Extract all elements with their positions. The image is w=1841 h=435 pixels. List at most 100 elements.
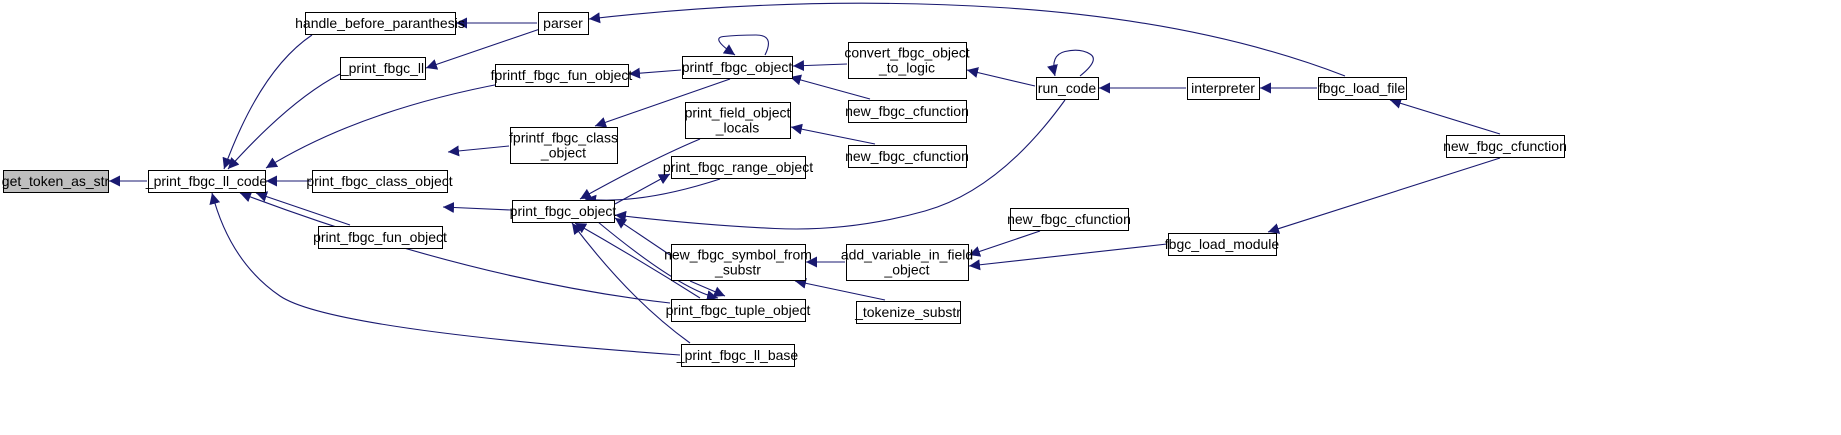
node-get_token_as_str[interactable]: get_token_as_str [2,170,110,193]
edge-new_symbol_from_substr-to-print_fbgc_object [614,217,671,256]
node-label: new_fbgc_cfunction [845,148,969,164]
node-box [305,12,456,35]
edge-fprintf_fun_object-to-print_ll_code [265,82,506,169]
node-box [1187,77,1260,100]
edge-convert_to_logic-to-printf_fbgc_object [792,60,848,72]
node-print_fun_object[interactable]: print_fbgc_fun_object [313,226,447,249]
node-box [1010,208,1129,231]
edge-fbgc_load_module-to-add_variable_in_field [968,243,1168,271]
node-label: _object [883,262,929,278]
edge-printf_fbgc_object-to-fprintf_class_object [594,78,731,128]
node-print_tuple_object[interactable]: print_fbgc_tuple_object [666,299,811,322]
node-fprintf_fun_object[interactable]: fprintf_fbgc_fun_object [491,64,633,87]
node-box [681,344,795,367]
edge-parser-to-print_ll [425,28,541,70]
node-new_cfunction_d[interactable]: new_fbgc_cfunction [1443,135,1567,158]
node-parser[interactable]: parser [538,12,589,35]
node-label: _substr [714,262,761,278]
node-label: convert_fbgc_object [844,45,969,61]
node-label: run_code [1038,80,1097,96]
node-label: print_fbgc_fun_object [313,229,447,245]
node-new_cfunction_b[interactable]: new_fbgc_cfunction [845,145,969,168]
node-box [685,102,791,139]
node-box [538,12,589,35]
node-handle_before[interactable]: handle_before_paranthesis [295,12,465,35]
node-label: fprintf_fbgc_class [509,130,618,146]
node-label: new_fbgc_cfunction [845,103,969,119]
node-printf_fbgc_object[interactable]: printf_fbgc_object [682,56,793,79]
node-new_symbol_from_substr[interactable]: new_fbgc_symbol_from_substr [664,244,812,281]
node-box [846,244,969,281]
node-new_cfunction_c[interactable]: new_fbgc_cfunction [1007,208,1131,231]
node-box [848,145,967,168]
edge-print_ll-to-print_ll_code [227,73,341,170]
edge-new_cfunction_d-to-fbgc_load_module [1267,157,1501,234]
node-print_ll[interactable]: _print_fbgc_ll [340,57,426,80]
node-label: fprintf_fbgc_fun_object [491,67,633,83]
node-print_field_object_locals[interactable]: print_field_object_locals [685,102,791,139]
edge-handle_before-to-print_ll_code [222,34,313,170]
node-label: _print_fbgc_ll_base [676,347,799,363]
node-box [671,156,806,179]
edges-layer [109,2,1501,356]
edge-new_cfunction_d-to-fbgc_load_file [1389,97,1501,135]
node-box [3,170,109,193]
node-print_fbgc_object[interactable]: print_fbgc_object [510,200,617,223]
node-label: fbgc_load_file [1319,80,1406,96]
edge-printf_fbgc_object-to-fprintf_fun_object [628,67,682,79]
edge-print_field_object_locals-to-print_fbgc_object [579,138,701,200]
edge-print_ll_base-to-print_fbgc_object [571,222,691,344]
node-print_ll_base[interactable]: _print_fbgc_ll_base [676,344,799,367]
node-label: print_fbgc_object [510,203,617,219]
node-new_cfunction_a[interactable]: new_fbgc_cfunction [845,100,969,123]
edge-print_ll_base-to-print_ll_code [209,192,681,356]
node-convert_to_logic[interactable]: convert_fbgc_object_to_logic [844,42,970,79]
node-box [1318,77,1407,100]
node-label: parser [543,15,583,31]
node-box [848,42,967,79]
node-fbgc_load_module[interactable]: fbgc_load_module [1165,233,1280,256]
edge-new_cfunction_a-to-printf_fbgc_object [789,74,871,100]
node-box [340,57,426,80]
node-label: print_field_object [685,105,791,121]
node-interpreter[interactable]: interpreter [1187,77,1260,100]
node-print_range_object[interactable]: print_fbgc_range_object [663,156,813,179]
node-label: _print_fbgc_ll_code [145,173,268,189]
node-label: new_fbgc_cfunction [1443,138,1567,154]
node-box [671,299,806,322]
node-fprintf_class_object[interactable]: fprintf_fbgc_class_object [509,127,618,164]
edge-print_fbgc_object-to-print_tuple_object [597,221,719,302]
node-fbgc_load_file[interactable]: fbgc_load_file [1318,77,1407,100]
node-print_class_object[interactable]: print_fbgc_class_object [306,170,453,193]
node-tokenize_substr[interactable]: _tokenize_substr [854,301,961,324]
edge-print_fun_object-to-print_ll_code [255,191,351,226]
node-box [1036,77,1099,100]
edge-new_cfunction_b-to-print_field_object_locals [790,123,876,145]
node-label: _to_logic [878,60,935,76]
node-label: handle_before_paranthesis [295,15,465,31]
edge-fbgc_load_file-to-parser [588,2,1346,77]
node-print_ll_code[interactable]: _print_fbgc_ll_code [145,170,268,193]
node-label: new_fbgc_cfunction [1007,211,1131,227]
edge-run_code-to-convert_to_logic [966,67,1036,87]
edge-tokenize_substr-to-new_symbol_from_substr [794,277,886,301]
node-label: fbgc_load_module [1165,236,1280,252]
node-label: new_fbgc_symbol_from [664,247,812,263]
node-run_code[interactable]: run_code [1036,77,1099,100]
node-label: _locals [715,120,760,136]
node-label: print_fbgc_tuple_object [666,302,811,318]
edge-print_fbgc_object-to-print_fun_object [442,201,512,213]
node-label: print_fbgc_range_object [663,159,813,175]
node-label: get_token_as_str [2,173,110,189]
node-label: _tokenize_substr [854,304,961,320]
edge-print_fbgc_object-to-print_range_object [614,173,671,205]
node-box [148,170,266,193]
node-label: print_fbgc_class_object [306,173,452,189]
node-box [1168,233,1277,256]
edge-fprintf_class_object-to-print_class_object [447,145,510,157]
edge-new_cfunction_c-to-add_variable_in_field [968,230,1041,257]
node-label: _print_fbgc_ll [340,60,424,76]
node-add_variable_in_field[interactable]: add_variable_in_field_object [841,244,973,281]
node-label: printf_fbgc_object [682,59,793,75]
edge-print_tuple_object-to-print_ll_code [239,191,671,304]
